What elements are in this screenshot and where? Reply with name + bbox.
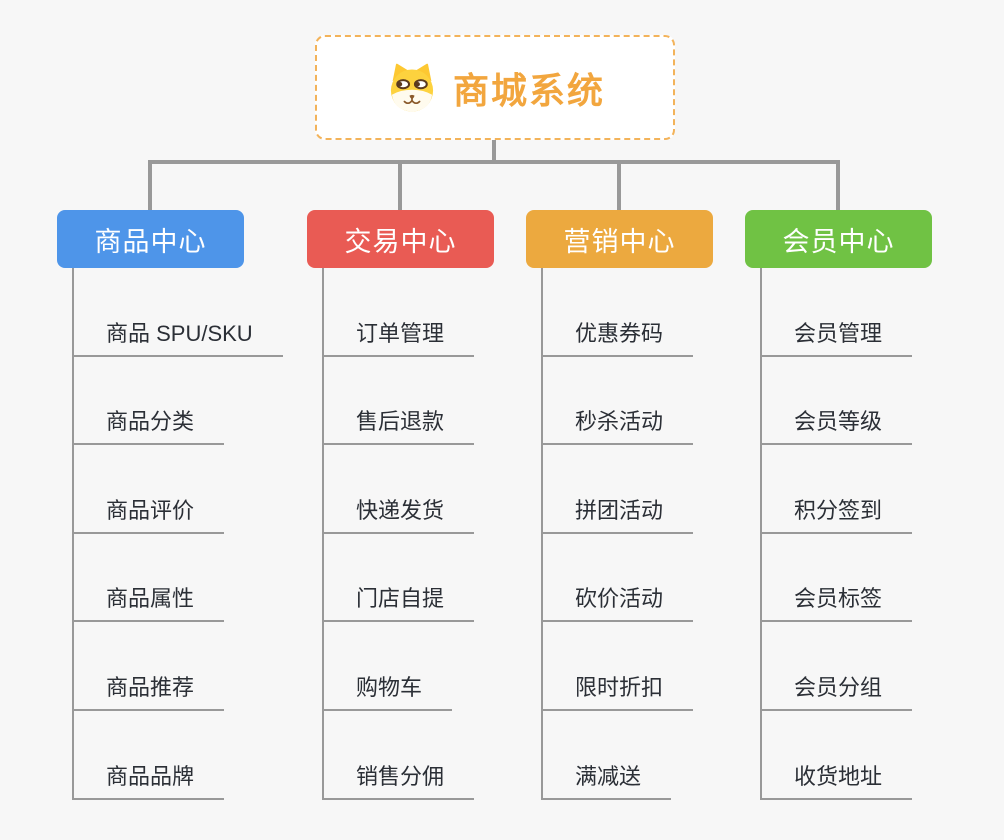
leaf-label: 售后退款 [356,409,445,435]
leaf-node[interactable]: 优惠券码 [543,268,694,357]
branch-column: 营销中心 优惠券码秒杀活动拼团活动砍价活动限时折扣满减送 [526,210,776,800]
leaf-node[interactable]: 购物车 [324,622,453,711]
connector-branch-stub [148,160,152,210]
connector-branch-stub [398,160,402,210]
root-title: 商城系统 [452,69,605,111]
branch-node-trade-center[interactable]: 交易中心 [307,210,494,268]
leaf-node[interactable]: 商品属性 [74,534,225,623]
leaf-label: 快递发货 [356,497,445,523]
leaf-node[interactable]: 会员分组 [762,622,913,711]
branch-column: 商品中心 商品 SPU/SKU 商品分类商品评价商品属性商品推荐商品品牌 [57,210,307,800]
connector-root-stub [492,140,496,164]
leaf-node[interactable]: 商品推荐 [74,622,225,711]
leaf-label: 商品 SPU/SKU [106,320,253,346]
leaf-label: 商品推荐 [106,674,195,700]
connector-branch-stub [617,160,621,210]
branch-leaves: 订单管理售后退款快递发货门店自提购物车销售分佣 [322,268,557,800]
leaf-node[interactable]: 销售分佣 [324,711,475,800]
branch-node-marketing-center[interactable]: 营销中心 [526,210,713,268]
leaf-node[interactable]: 拼团活动 [543,445,694,534]
leaf-node[interactable]: 商品 SPU/SKU [74,268,283,357]
leaf-node[interactable]: 满减送 [543,711,672,800]
leaf-node[interactable]: 砍价活动 [543,534,694,623]
leaf-node[interactable]: 限时折扣 [543,622,694,711]
leaf-label: 砍价活动 [575,586,664,612]
leaf-node[interactable]: 商品品牌 [74,711,225,800]
leaf-node[interactable]: 订单管理 [324,268,475,357]
connector-branch-stub [836,160,840,210]
leaf-label: 商品评价 [106,497,195,523]
dog-face-icon [390,63,434,112]
branch-leaves: 会员管理会员等级积分签到会员标签会员分组收货地址 [760,268,995,800]
leaf-node[interactable]: 秒杀活动 [543,357,694,446]
leaf-label: 收货地址 [794,763,883,789]
leaf-label: 会员标签 [794,586,883,612]
connector-horizontal-bar [148,160,840,164]
leaf-label: 会员等级 [794,409,883,435]
leaf-label: 会员管理 [794,320,883,346]
branch-leaves: 商品 SPU/SKU 商品分类商品评价商品属性商品推荐商品品牌 [72,268,307,800]
leaf-node[interactable]: 商品评价 [74,445,225,534]
branch-column: 交易中心 订单管理售后退款快递发货门店自提购物车销售分佣 [307,210,557,800]
leaf-label: 商品品牌 [106,763,195,789]
leaf-node[interactable]: 商品分类 [74,357,225,446]
branch-column: 会员中心 会员管理会员等级积分签到会员标签会员分组收货地址 [745,210,995,800]
leaf-label: 满减送 [575,763,642,789]
leaf-label: 商品分类 [106,409,195,435]
leaf-label: 拼团活动 [575,497,664,523]
leaf-label: 门店自提 [356,586,445,612]
leaf-label: 秒杀活动 [575,409,664,435]
leaf-label: 限时折扣 [575,674,664,700]
leaf-label: 销售分佣 [356,763,445,789]
leaf-label: 订单管理 [356,320,445,346]
leaf-node[interactable]: 快递发货 [324,445,475,534]
leaf-node[interactable]: 售后退款 [324,357,475,446]
leaf-label: 积分签到 [794,497,883,523]
leaf-label: 购物车 [356,674,423,700]
leaf-node[interactable]: 门店自提 [324,534,475,623]
leaf-node[interactable]: 收货地址 [762,711,913,800]
branch-leaves: 优惠券码秒杀活动拼团活动砍价活动限时折扣满减送 [541,268,776,800]
root-node[interactable]: 商城系统 [315,35,675,140]
leaf-label: 商品属性 [106,586,195,612]
leaf-node[interactable]: 会员标签 [762,534,913,623]
branch-node-product-center[interactable]: 商品中心 [57,210,244,268]
leaf-node[interactable]: 积分签到 [762,445,913,534]
leaf-label: 优惠券码 [575,320,664,346]
branch-node-member-center[interactable]: 会员中心 [745,210,932,268]
leaf-node[interactable]: 会员管理 [762,268,913,357]
leaf-label: 会员分组 [794,674,883,700]
leaf-node[interactable]: 会员等级 [762,357,913,446]
